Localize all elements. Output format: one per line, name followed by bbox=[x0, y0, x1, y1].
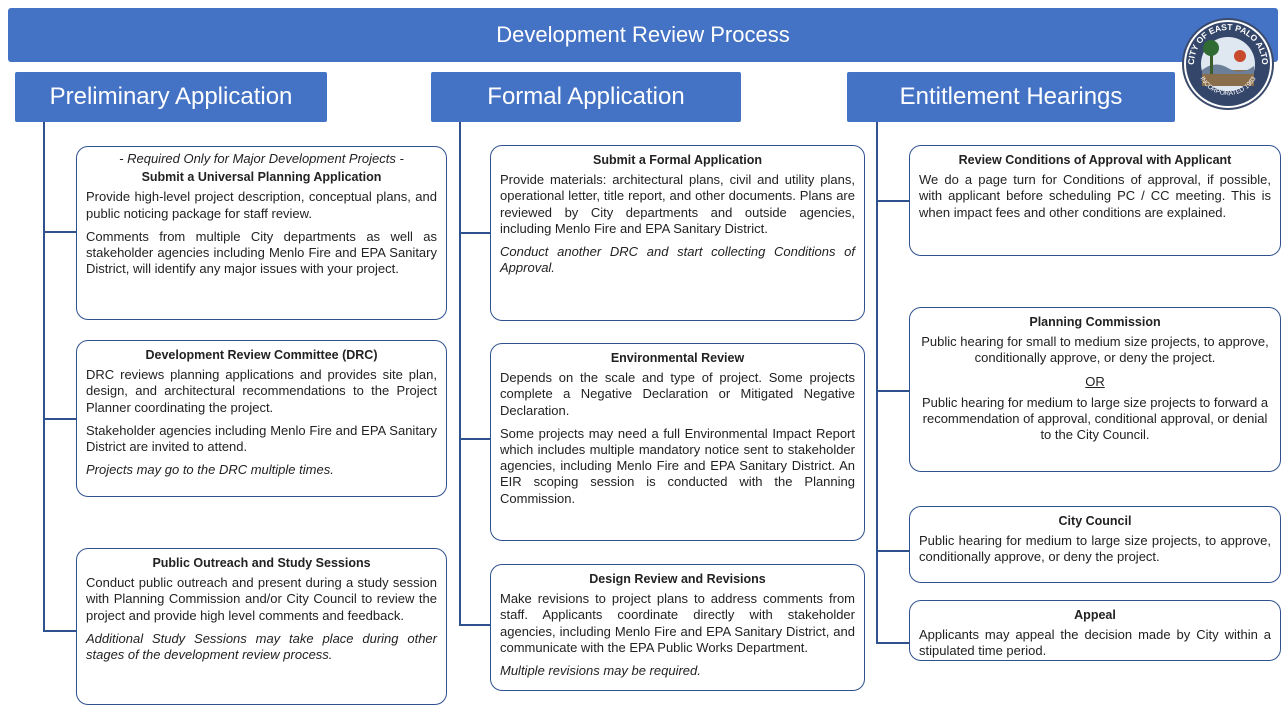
card-title: Submit a Universal Planning Application bbox=[141, 170, 382, 185]
connector-line bbox=[43, 231, 76, 233]
card-text: Stakeholder agencies including Menlo Fir… bbox=[86, 422, 437, 455]
card-text: Provide materials: architectural plans, … bbox=[500, 172, 855, 236]
card-text: Public hearing for medium to large size … bbox=[919, 533, 1271, 565]
connector-line bbox=[876, 200, 909, 202]
connector-line bbox=[43, 418, 76, 420]
card-city-council: City Council Public hearing for medium t… bbox=[909, 506, 1281, 583]
card-text: Make revisions to project plans to addre… bbox=[500, 591, 855, 655]
card-title: Planning Commission bbox=[1029, 315, 1161, 329]
card-design-review: Design Review and Revisions Make revisio… bbox=[490, 564, 865, 691]
connector-line bbox=[43, 122, 45, 632]
or-label: OR bbox=[1085, 373, 1105, 389]
card-planning-commission: Planning Commission Public hearing for s… bbox=[909, 307, 1281, 472]
connector-line bbox=[43, 630, 76, 632]
column-header-entitlement: Entitlement Hearings bbox=[847, 72, 1175, 122]
page-banner: Development Review Process bbox=[8, 8, 1278, 62]
card-title: Appeal bbox=[1074, 608, 1116, 622]
card-title: Environmental Review bbox=[610, 351, 745, 365]
card-title: Public Outreach and Study Sessions bbox=[152, 556, 371, 570]
card-note: - Required Only for Major Development Pr… bbox=[119, 151, 404, 166]
card-appeal: Appeal Applicants may appeal the decisio… bbox=[909, 600, 1281, 661]
page-title: Development Review Process bbox=[496, 22, 790, 47]
connector-line bbox=[459, 232, 490, 234]
card-text: Applicants may appeal the decision made … bbox=[919, 627, 1271, 659]
column-header-preliminary: Preliminary Application bbox=[15, 72, 327, 122]
card-development-review-committee: Development Review Committee (DRC) DRC r… bbox=[76, 340, 447, 497]
card-text: Depends on the scale and type of project… bbox=[500, 370, 855, 418]
card-text: Multiple revisions may be required. bbox=[500, 663, 701, 679]
card-text: Projects may go to the DRC multiple time… bbox=[86, 462, 334, 478]
card-text: DRC reviews planning applications and pr… bbox=[86, 367, 437, 415]
column-header-label: Entitlement Hearings bbox=[899, 83, 1123, 110]
column-header-formal: Formal Application bbox=[431, 72, 741, 122]
card-text: Public hearing for small to medium size … bbox=[921, 334, 1269, 366]
connector-line bbox=[459, 624, 490, 626]
card-title: Review Conditions of Approval with Appli… bbox=[958, 153, 1232, 167]
card-public-outreach: Public Outreach and Study Sessions Condu… bbox=[76, 548, 447, 705]
column-header-label: Preliminary Application bbox=[49, 83, 293, 110]
card-text: Public hearing for medium to large size … bbox=[921, 394, 1269, 443]
connector-line bbox=[876, 390, 909, 392]
city-seal-logo: CITY OF EAST PALO ALTO INCORPORATED 1983 bbox=[1182, 18, 1274, 110]
card-text: Conduct public outreach and present duri… bbox=[86, 575, 437, 623]
card-title: Development Review Committee (DRC) bbox=[145, 348, 378, 362]
card-title: Submit a Formal Application bbox=[593, 153, 762, 167]
card-text: Comments from multiple City departments … bbox=[86, 228, 437, 277]
card-review-conditions-of-approval: Review Conditions of Approval with Appli… bbox=[909, 145, 1281, 256]
card-text: We do a page turn for Conditions of appr… bbox=[919, 172, 1271, 220]
connector-line bbox=[876, 122, 878, 644]
card-text: Some projects may need a full Environmen… bbox=[500, 425, 855, 506]
card-title: Design Review and Revisions bbox=[589, 572, 766, 586]
card-text: Provide high-level project description, … bbox=[86, 189, 437, 221]
card-text: Conduct another DRC and start collecting… bbox=[500, 244, 855, 276]
card-universal-planning-application: - Required Only for Major Development Pr… bbox=[76, 146, 447, 320]
card-title: City Council bbox=[1058, 514, 1132, 528]
connector-line bbox=[459, 438, 490, 440]
card-text: Additional Study Sessions may take place… bbox=[86, 630, 437, 663]
card-submit-formal-application: Submit a Formal Application Provide mate… bbox=[490, 145, 865, 321]
connector-line bbox=[876, 550, 909, 552]
column-header-label: Formal Application bbox=[487, 83, 685, 110]
card-environmental-review: Environmental Review Depends on the scal… bbox=[490, 343, 865, 541]
connector-line bbox=[876, 642, 909, 644]
connector-line bbox=[459, 122, 461, 626]
